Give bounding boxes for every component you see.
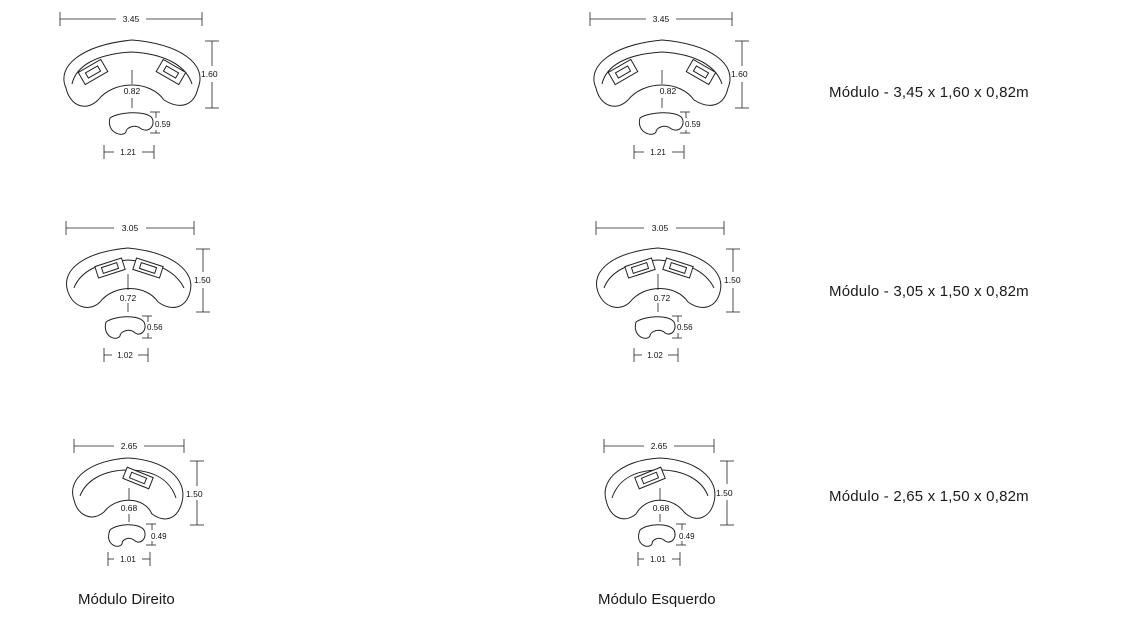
seat-cushion-left xyxy=(94,257,126,279)
ottoman-width-dimension: 1.01 xyxy=(107,552,151,566)
seat-depth-dimension: 0.72 xyxy=(654,274,671,312)
ottoman-width-label: 1.01 xyxy=(120,555,136,564)
spec-module-3: Módulo - 2,65 x 1,50 x 0,82m xyxy=(829,488,1029,505)
depth-label: 1.60 xyxy=(201,69,218,79)
sofa-outline xyxy=(63,39,201,107)
width-dimension: 3.05 xyxy=(65,221,195,235)
seat-depth-label: 0.82 xyxy=(124,86,141,96)
ottoman xyxy=(108,524,146,547)
depth-dimension: 1.50 xyxy=(724,248,741,313)
spec-module-2: Módulo - 3,05 x 1,50 x 0,82m xyxy=(829,283,1029,300)
width-label: 3.05 xyxy=(122,223,139,233)
depth-dimension: 1.60 xyxy=(201,40,219,109)
ottoman-depth-label: 0.59 xyxy=(685,120,701,129)
ottoman-width-dimension: 1.21 xyxy=(103,145,155,159)
width-dimension: 2.65 xyxy=(73,439,185,453)
sofa-outline xyxy=(66,247,192,308)
module-2-right: 3.05 1.50 0.72 0.56 xyxy=(65,221,211,362)
depth-dimension: 1.50 xyxy=(716,460,734,526)
seat-depth-label: 0.72 xyxy=(120,293,137,303)
seat-depth-label: 0.68 xyxy=(121,503,138,513)
width-dimension: 3.05 xyxy=(595,221,725,235)
ottoman-width-label: 1.21 xyxy=(650,148,666,157)
ottoman xyxy=(634,316,676,339)
module-1-left: 3.45 1.60 0.82 0.59 xyxy=(589,12,749,159)
sofa-outline xyxy=(72,457,184,520)
ottoman-depth-dimension: 0.49 xyxy=(146,523,167,546)
module-3-right: 2.65 1.50 0.68 0.49 xyxy=(72,439,204,566)
width-dimension: 3.45 xyxy=(59,12,203,26)
sofa-outline xyxy=(604,457,716,520)
ottoman-depth-dimension: 0.49 xyxy=(676,523,695,546)
module-1-right: 3.45 1.60 0.82 xyxy=(59,12,219,159)
ottoman-depth-label: 0.56 xyxy=(677,323,693,332)
seat-cushion xyxy=(122,466,154,490)
sofa-outline xyxy=(593,39,731,107)
seat-depth-dimension: 0.82 xyxy=(124,70,141,108)
seat-depth-dimension: 0.82 xyxy=(660,70,677,108)
ottoman-width-dimension: 1.01 xyxy=(637,552,681,566)
depth-dimension: 1.50 xyxy=(194,248,211,313)
width-label: 3.45 xyxy=(123,14,140,24)
seat-depth-label: 0.68 xyxy=(653,503,670,513)
ottoman-width-dimension: 1.21 xyxy=(633,145,685,159)
seat-depth-dimension: 0.68 xyxy=(653,488,670,522)
ottoman-width-label: 1.01 xyxy=(650,555,666,564)
width-label: 2.65 xyxy=(651,441,668,451)
seat-depth-dimension: 0.72 xyxy=(120,274,137,312)
ottoman-width-label: 1.02 xyxy=(647,351,663,360)
ottoman-depth-dimension: 0.59 xyxy=(680,111,701,134)
ottoman-width-dimension: 1.02 xyxy=(633,348,679,362)
caption-left-module: Módulo Esquerdo xyxy=(598,591,716,608)
width-label: 3.05 xyxy=(652,223,669,233)
ottoman xyxy=(638,112,684,135)
seat-cushion-left xyxy=(607,58,639,86)
width-dimension: 2.65 xyxy=(603,439,715,453)
ottoman-width-label: 1.21 xyxy=(120,148,136,157)
ottoman-depth-label: 0.49 xyxy=(679,532,695,541)
depth-dimension: 1.60 xyxy=(731,40,749,109)
depth-label: 1.50 xyxy=(194,275,211,285)
ottoman-depth-dimension: 0.59 xyxy=(150,111,171,134)
seat-cushion-right xyxy=(685,58,717,86)
seat-depth-dimension: 0.68 xyxy=(121,488,138,522)
depth-label: 1.50 xyxy=(186,489,203,499)
ottoman xyxy=(638,524,676,547)
depth-label: 1.50 xyxy=(716,488,733,498)
seat-cushion xyxy=(634,466,666,490)
width-label: 3.45 xyxy=(653,14,670,24)
seat-cushion-right xyxy=(155,58,187,86)
seat-depth-label: 0.82 xyxy=(660,86,677,96)
depth-label: 1.60 xyxy=(731,69,748,79)
seat-cushion-left xyxy=(77,58,109,86)
ottoman-depth-dimension: 0.56 xyxy=(142,315,163,339)
ottoman-depth-label: 0.56 xyxy=(147,323,163,332)
ottoman xyxy=(104,316,146,339)
module-3-left: 2.65 1.50 0.68 0.49 xyxy=(603,439,734,566)
sofa-outline xyxy=(596,247,722,308)
ottoman-depth-label: 0.59 xyxy=(155,120,171,129)
depth-label: 1.50 xyxy=(724,275,741,285)
ottoman-depth-label: 0.49 xyxy=(151,532,167,541)
depth-dimension: 1.50 xyxy=(186,460,204,526)
width-dimension: 3.45 xyxy=(589,12,733,26)
caption-right-module: Módulo Direito xyxy=(78,591,175,608)
seat-depth-label: 0.72 xyxy=(654,293,671,303)
ottoman-depth-dimension: 0.56 xyxy=(672,315,693,339)
ottoman-width-label: 1.02 xyxy=(117,351,133,360)
seat-cushion-right xyxy=(132,257,164,279)
width-label: 2.65 xyxy=(121,441,138,451)
seat-cushion-left xyxy=(624,257,656,279)
ottoman-width-dimension: 1.02 xyxy=(103,348,149,362)
seat-cushion-right xyxy=(662,257,694,279)
ottoman xyxy=(108,112,154,135)
spec-module-1: Módulo - 3,45 x 1,60 x 0,82m xyxy=(829,84,1029,101)
module-2-left: 3.05 1.50 0.72 0.56 xyxy=(595,221,741,362)
